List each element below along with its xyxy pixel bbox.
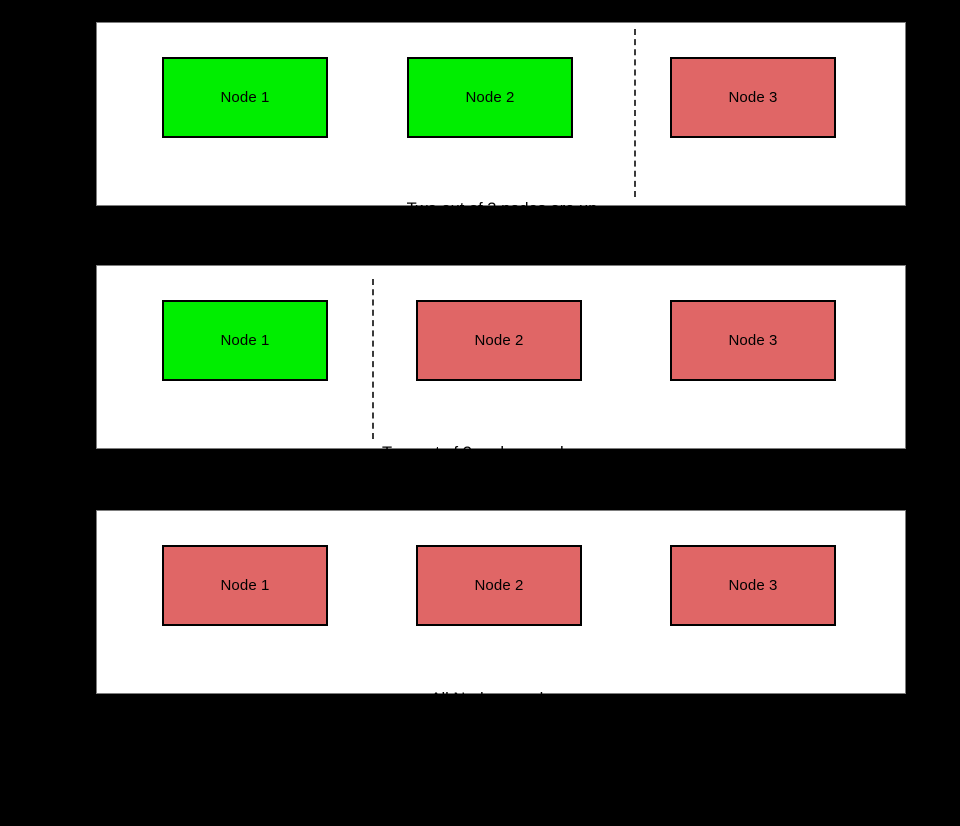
node-box-panel1-node2[interactable]: Node 2	[407, 57, 573, 138]
node-box-panel2-node1[interactable]: Node 1	[162, 300, 328, 381]
node-box-panel3-node1[interactable]: Node 1	[162, 545, 328, 626]
scenario-panel-one-up-two-down: Node 1 Node 2 Node 3 Two out of 3 nodes …	[96, 265, 906, 531]
node-label: Node 2	[474, 577, 524, 594]
node-label: Node 2	[465, 89, 515, 106]
node-box-panel2-node3[interactable]: Node 3	[670, 300, 836, 381]
node-box-panel3-node2[interactable]: Node 2	[416, 545, 582, 626]
node-box-panel3-node3[interactable]: Node 3	[670, 545, 836, 626]
scenario-panel-all-down: Node 1 Node 2 Node 3 All Nodes are down …	[96, 510, 906, 777]
partition-divider-line-panel2	[372, 279, 374, 439]
partition-divider-line-panel1	[634, 29, 636, 197]
node-label: Node 1	[220, 577, 270, 594]
panel3-caption-line-1: All Nodes are down	[430, 690, 574, 708]
node-label: Node 1	[220, 89, 270, 106]
panel2-caption-line-1: Two out of 3 nodes are down	[382, 444, 594, 462]
scenario-panel-two-up-one-down: Node 1 Node 2 Node 3 Two out of 3 nodes …	[96, 22, 906, 287]
node-box-panel2-node2[interactable]: Node 2	[416, 300, 582, 381]
node-label: Node 1	[220, 332, 270, 349]
node-box-panel1-node1[interactable]: Node 1	[162, 57, 328, 138]
panel1-caption-line-1: Two out of 3 nodes are up	[406, 200, 598, 218]
panel3-caption-line-2: Majority Fails & Cluster Stops	[393, 759, 611, 777]
node-box-panel1-node3[interactable]: Node 3	[670, 57, 836, 138]
diagram-canvas: Node 1 Node 2 Node 3 Two out of 3 nodes …	[96, 22, 906, 777]
node-label: Node 3	[728, 89, 778, 106]
node-label: Node 2	[474, 332, 524, 349]
node-label: Node 3	[728, 332, 778, 349]
panel3-caption: All Nodes are down Majority Fails & Clus…	[97, 642, 907, 826]
node-label: Node 3	[728, 577, 778, 594]
